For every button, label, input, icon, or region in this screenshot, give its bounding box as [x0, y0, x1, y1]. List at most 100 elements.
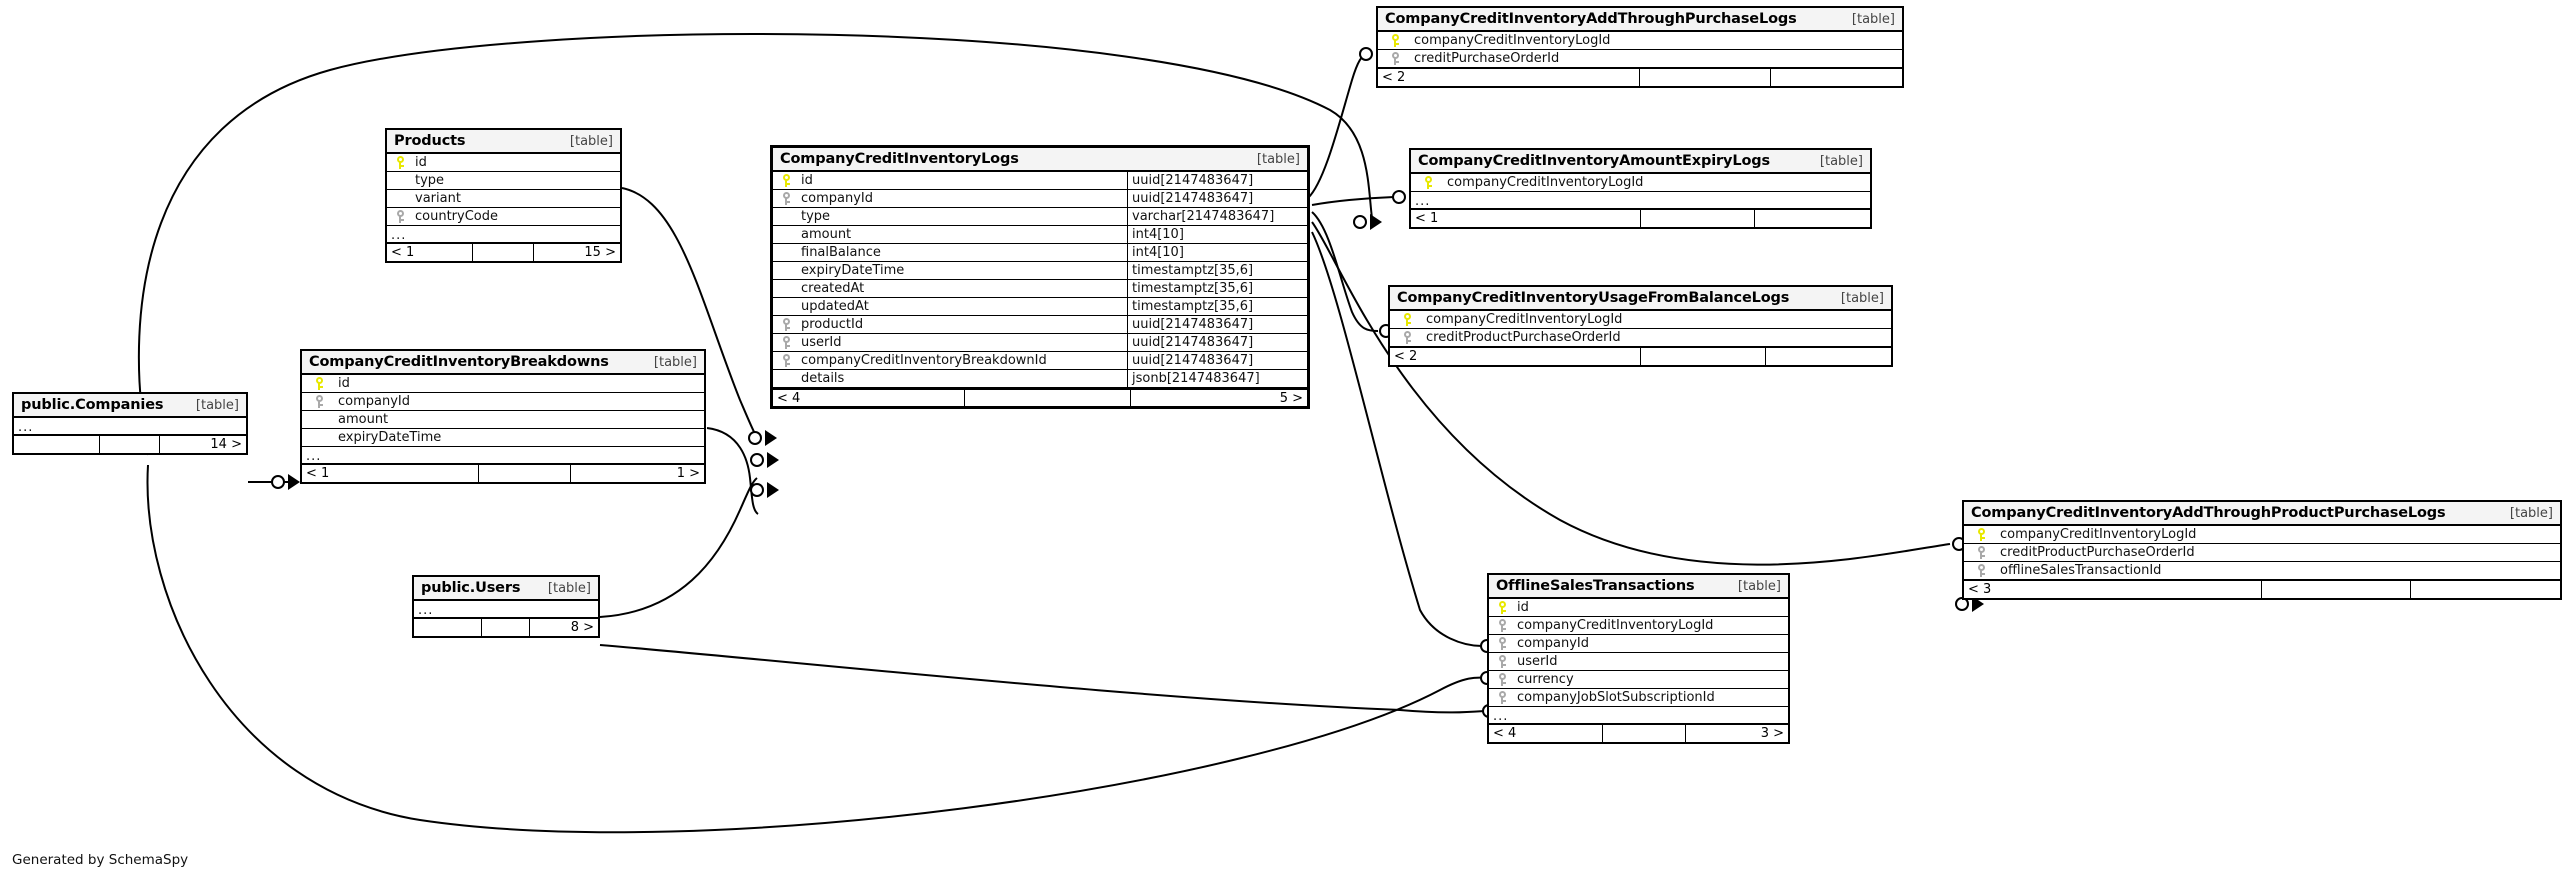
footer-left: < 4 [1489, 725, 1603, 742]
column-row[interactable]: type varchar[2147483647] [773, 208, 1307, 226]
column-row[interactable]: userId uuid[2147483647] [773, 334, 1307, 352]
column-name: id [338, 376, 350, 391]
table-footer: < 1 15 > [387, 243, 620, 261]
column-row[interactable]: companyCreditInventoryLogId [1390, 311, 1891, 329]
column-name: expiryDateTime [801, 263, 905, 278]
table-tag: [table] [1851, 11, 1895, 27]
footer-mid [1641, 348, 1766, 365]
foreign-key-icon [1489, 673, 1515, 686]
column-name: productId [801, 317, 864, 332]
column-type: uuid[2147483647] [1127, 190, 1307, 207]
primary-key-icon [1390, 313, 1424, 326]
column-name: companyCreditInventoryBreakdownId [801, 353, 1047, 368]
footer-right [1771, 69, 1902, 86]
column-row[interactable]: amount [302, 411, 704, 429]
column-row[interactable]: finalBalance int4[10] [773, 244, 1307, 262]
column-name: companyJobSlotSubscriptionId [1517, 690, 1715, 705]
column-name: creditPurchaseOrderId [1414, 51, 1560, 66]
column-row[interactable]: creditPurchaseOrderId [1378, 50, 1902, 68]
table-add-through-purchase-logs[interactable]: CompanyCreditInventoryAddThroughPurchase… [1376, 6, 1904, 88]
column-row[interactable]: companyCreditInventoryLogId [1489, 617, 1788, 635]
footer-right [1766, 348, 1891, 365]
column-row[interactable]: expiryDateTime timestamptz[35,6] [773, 262, 1307, 280]
table-products[interactable]: Products [table] id type variant country… [385, 128, 622, 263]
ellipsis-row: ... [302, 447, 704, 464]
column-name: offlineSalesTransactionId [2000, 563, 2162, 578]
footer-right: 3 > [1760, 726, 1784, 741]
table-public-users[interactable]: public.Users [table] ... 8 > [412, 575, 600, 638]
column-row[interactable]: companyCreditInventoryBreakdownId uuid[2… [773, 352, 1307, 370]
column-row[interactable]: companyId uuid[2147483647] [773, 190, 1307, 208]
table-title: CompanyCreditInventoryAddThroughPurchase… [1385, 11, 1797, 27]
footer-mid [100, 436, 161, 453]
footer-right: 5 > [1279, 390, 1303, 406]
column-row[interactable]: id [1489, 599, 1788, 617]
column-row[interactable]: expiryDateTime [302, 429, 704, 447]
column-name: companyCreditInventoryLogId [1517, 618, 1714, 633]
table-header: CompanyCreditInventoryAddThroughProductP… [1964, 502, 2560, 526]
table-footer: 8 > [414, 618, 598, 636]
table-tag: [table] [1256, 151, 1300, 167]
footer-right: 15 > [584, 245, 616, 260]
table-public-companies[interactable]: public.Companies [table] ... 14 > [12, 392, 248, 455]
column-row[interactable]: offlineSalesTransactionId [1964, 562, 2560, 580]
column-name: companyCreditInventoryLogId [1414, 33, 1611, 48]
column-row[interactable]: createdAt timestamptz[35,6] [773, 280, 1307, 298]
column-row[interactable]: userId [1489, 653, 1788, 671]
table-header: CompanyCreditInventoryBreakdowns [table] [302, 351, 704, 375]
footer-mid [473, 244, 534, 261]
column-row[interactable]: details jsonb[2147483647] [773, 370, 1307, 388]
column-row[interactable]: amount int4[10] [773, 226, 1307, 244]
column-row[interactable]: creditProductPurchaseOrderId [1964, 544, 2560, 562]
primary-key-icon [387, 156, 413, 169]
table-header: public.Companies [table] [14, 394, 246, 418]
table-header: Products [table] [387, 130, 620, 154]
column-type: timestamptz[35,6] [1127, 262, 1307, 279]
column-type: varchar[2147483647] [1127, 208, 1307, 225]
column-type: timestamptz[35,6] [1127, 280, 1307, 297]
column-row[interactable]: id [302, 375, 704, 393]
column-row[interactable]: companyCreditInventoryLogId [1378, 32, 1902, 50]
footer-left: < 1 [387, 244, 474, 261]
table-add-through-product-purchase-logs[interactable]: CompanyCreditInventoryAddThroughProductP… [1962, 500, 2562, 600]
table-header: CompanyCreditInventoryUsageFromBalanceLo… [1390, 287, 1891, 311]
footer-left [14, 436, 100, 453]
table-tag: [table] [2509, 505, 2553, 521]
table-company-credit-inventory-logs[interactable]: CompanyCreditInventoryLogs [table] id uu… [770, 145, 1310, 409]
table-usage-from-balance-logs[interactable]: CompanyCreditInventoryUsageFromBalanceLo… [1388, 285, 1893, 367]
column-row[interactable]: companyCreditInventoryLogId [1411, 174, 1870, 192]
table-offline-sales-transactions[interactable]: OfflineSalesTransactions [table] id comp… [1487, 573, 1790, 744]
foreign-key-icon [773, 318, 799, 331]
column-row[interactable]: id uuid[2147483647] [773, 172, 1307, 190]
footer-left: < 3 [1964, 581, 2262, 598]
column-row[interactable]: type [387, 172, 620, 190]
column-row[interactable]: productId uuid[2147483647] [773, 316, 1307, 334]
column-name: details [801, 371, 845, 386]
column-row[interactable]: companyId [1489, 635, 1788, 653]
table-title: public.Companies [21, 397, 164, 413]
column-row[interactable]: creditProductPurchaseOrderId [1390, 329, 1891, 347]
footer-mid [482, 619, 530, 636]
column-row[interactable]: id [387, 154, 620, 172]
foreign-key-icon [1964, 564, 1998, 577]
table-footer: < 3 [1964, 580, 2560, 598]
column-row[interactable]: companyCreditInventoryLogId [1964, 526, 2560, 544]
column-name: type [801, 209, 831, 224]
table-company-credit-inventory-breakdowns[interactable]: CompanyCreditInventoryBreakdowns [table]… [300, 349, 706, 484]
column-name: companyCreditInventoryLogId [1426, 312, 1623, 327]
table-header: OfflineSalesTransactions [table] [1489, 575, 1788, 599]
column-row[interactable]: updatedAt timestamptz[35,6] [773, 298, 1307, 316]
column-row[interactable]: currency [1489, 671, 1788, 689]
column-name: amount [801, 227, 852, 242]
table-amount-expiry-logs[interactable]: CompanyCreditInventoryAmountExpiryLogs [… [1409, 148, 1872, 229]
column-row[interactable]: countryCode [387, 208, 620, 226]
footer-mid [1603, 725, 1687, 742]
column-row[interactable]: companyId [302, 393, 704, 411]
table-title: public.Users [421, 580, 521, 596]
table-footer: < 2 [1390, 347, 1891, 365]
column-row[interactable]: variant [387, 190, 620, 208]
column-row[interactable]: companyJobSlotSubscriptionId [1489, 689, 1788, 707]
column-type: timestamptz[35,6] [1127, 298, 1307, 315]
footer-mid [965, 390, 1131, 406]
